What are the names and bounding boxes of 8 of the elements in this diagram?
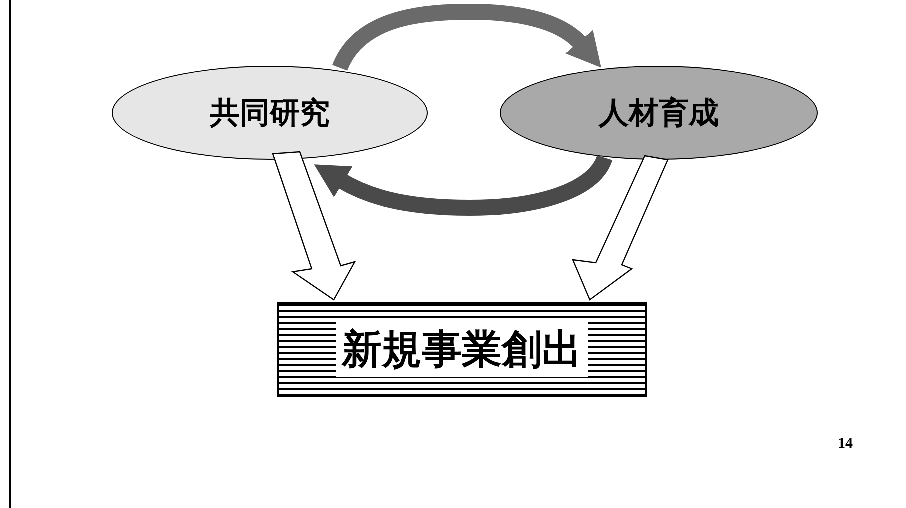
striped-box	[277, 302, 647, 397]
curved-arrow	[332, 4, 603, 72]
block-arrow	[272, 151, 356, 301]
page-number: 14	[838, 436, 853, 453]
node-label: 人材育成	[599, 94, 719, 132]
node-label: 新規事業創出	[336, 322, 588, 377]
node-label: 共同研究	[210, 94, 330, 132]
block-arrow	[572, 155, 669, 301]
